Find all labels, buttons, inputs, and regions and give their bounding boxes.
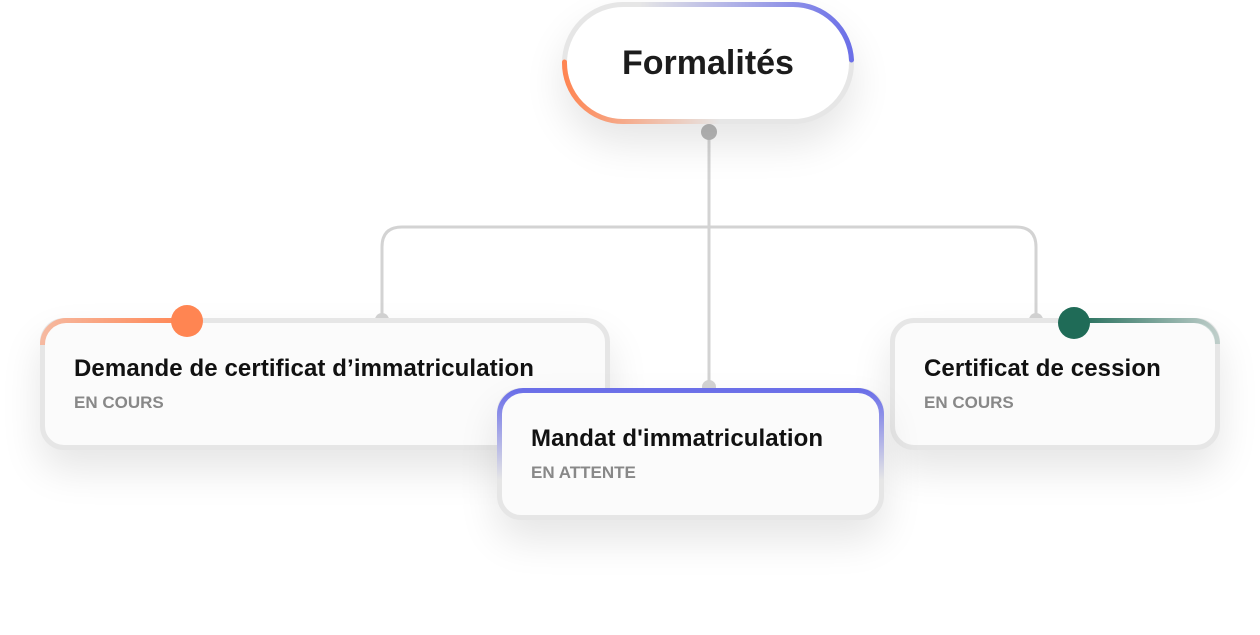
root-node-formalites[interactable]: Formalités [562, 2, 854, 124]
card-title: Demande de certificat d’immatriculation [74, 355, 535, 382]
root-node-label: Formalités [622, 43, 794, 82]
card-mandat-immatriculation[interactable]: Mandat d'immatriculation EN ATTENTE [497, 388, 884, 520]
card-title: Mandat d'immatriculation [531, 425, 824, 452]
card-title: Certificat de cession [924, 355, 1161, 382]
connector-dot-root [701, 124, 717, 140]
card-certificat-cession[interactable]: Certificat de cession EN COURS [890, 318, 1220, 450]
card-status: EN ATTENTE [531, 463, 636, 482]
card-status: EN COURS [924, 393, 1014, 412]
connector-tree [380, 132, 1038, 385]
card-status: EN COURS [74, 393, 164, 412]
